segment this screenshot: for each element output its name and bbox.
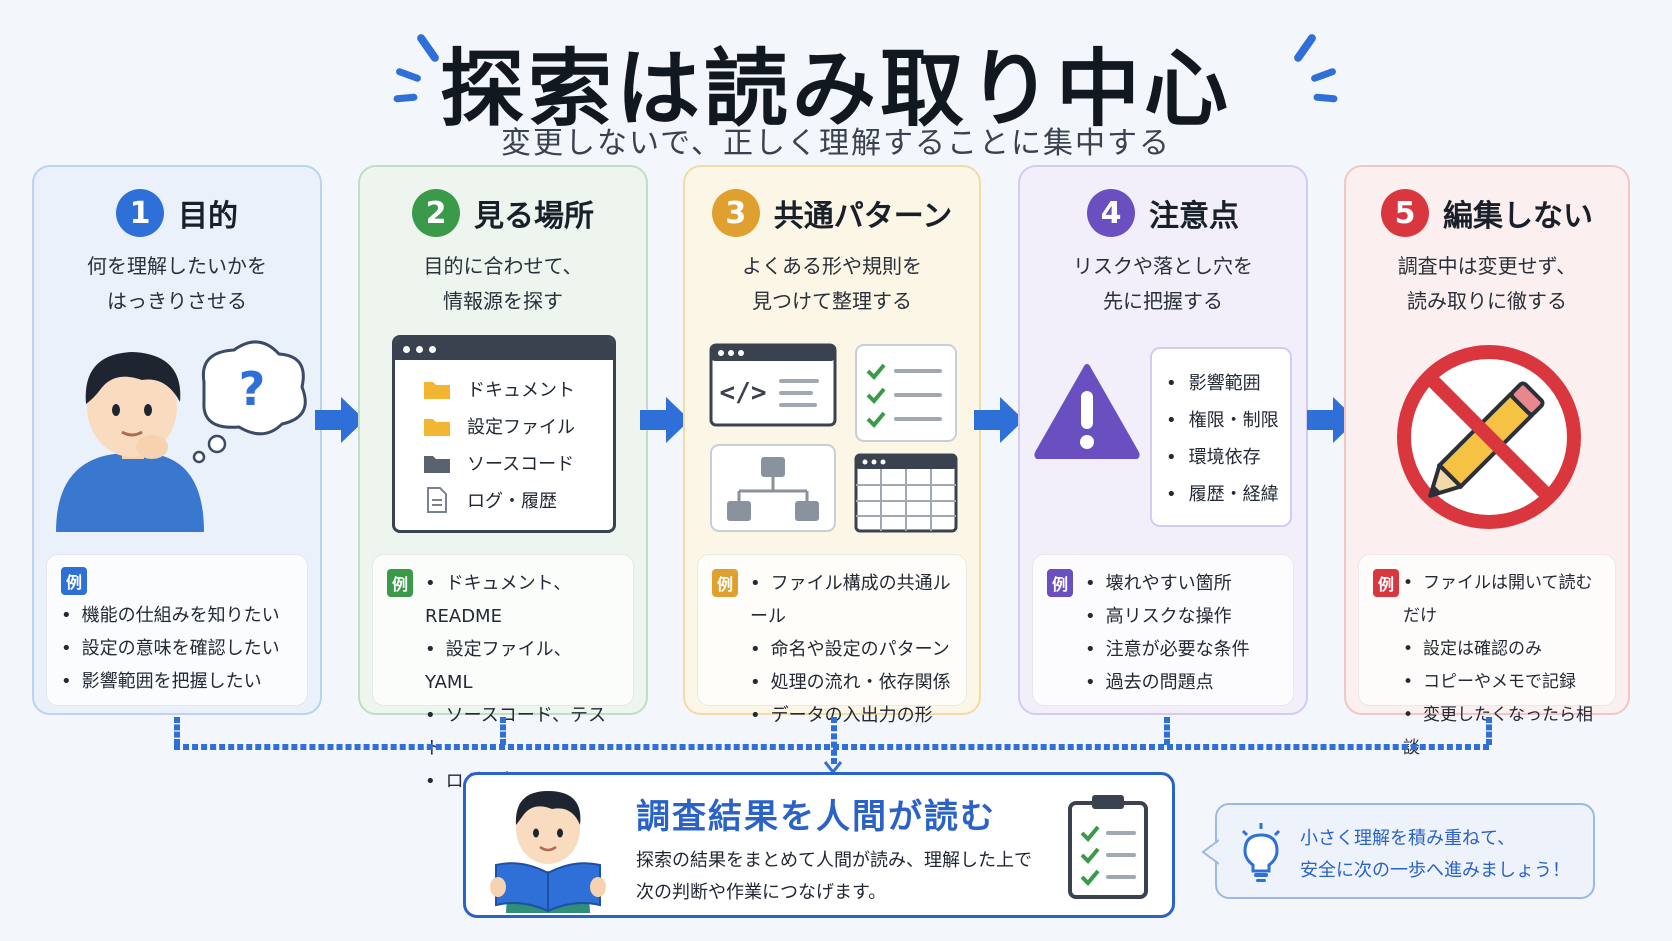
result-box: 調査結果を人間が読む 探索の結果をまとめて人間が読み、理解した上で次の判断や作業…	[463, 772, 1175, 918]
step-description: 何を理解したいかをはっきりさせる	[87, 254, 267, 313]
example-badge: 例	[387, 569, 414, 597]
step-card-where-to-look: 2 見る場所 目的に合わせて、情報源を探す ドキュメント 設定ファイル ソースコ…	[358, 165, 648, 792]
dashed-connector	[174, 717, 180, 745]
dashed-connector	[1164, 717, 1170, 745]
example-badge: 例	[1373, 569, 1400, 597]
checklist-icon	[855, 344, 957, 442]
example-item: ファイル構成の共通ルール	[750, 567, 952, 633]
arrow-right-icon	[974, 397, 1024, 443]
risk-item: 権限・制限	[1166, 402, 1279, 439]
step-card-no-editing: 5 編集しない 調査中は変更せず、読み取りに徹する 例 ファイルは開いて読むだけ…	[1344, 165, 1630, 758]
flowchart-icon	[710, 444, 836, 532]
example-item: 過去の問題点	[1085, 666, 1279, 699]
dashed-connector	[500, 717, 506, 745]
tip-callout: 小さく理解を積み重ねて、安全に次の一歩へ進みましょう！	[1201, 803, 1595, 899]
source-browser-window: ドキュメント 設定ファイル ソースコード ログ・履歴	[392, 335, 616, 533]
arrow-right-icon	[315, 397, 365, 443]
step-number: 4	[1087, 189, 1135, 237]
example-item: 変更したくなったら相談	[1403, 699, 1601, 765]
example-item: 影響範囲を把握したい	[61, 665, 293, 698]
example-box: 例 ファイル構成の共通ルール 命名や設定のパターン 処理の流れ・依存関係 データ…	[697, 554, 967, 726]
step-title: 共通パターン	[773, 199, 953, 234]
svg-text:</>: </>	[720, 378, 767, 408]
result-title: 調査結果を人間が読む	[636, 797, 996, 837]
svg-text:?: ?	[239, 362, 266, 416]
example-list: ファイルは開いて読むだけ 設定は確認のみ コピーやメモで記録 変更したくなったら…	[1403, 567, 1601, 765]
dashed-connector	[831, 717, 837, 764]
step-title: 目的	[178, 199, 238, 234]
example-box: 例 ファイルは開いて読むだけ 設定は確認のみ コピーやメモで記録 変更したくなっ…	[1358, 554, 1616, 758]
example-badge: 例	[61, 567, 88, 595]
example-item: ファイルは開いて読むだけ	[1403, 567, 1601, 633]
code-window-icon: </>	[709, 343, 837, 427]
warning-icon	[1034, 364, 1140, 459]
step-number: 1	[116, 189, 164, 237]
tip-text: 小さく理解を積み重ねて、安全に次の一歩へ進みましょう！	[1300, 828, 1570, 881]
arrow-right-icon	[640, 397, 690, 443]
example-item: 注意が必要な条件	[1085, 633, 1279, 666]
example-box: 例 ドキュメント、README 設定ファイル、YAML ソースコード、テスト ロ…	[372, 554, 634, 792]
no-edit-pencil-icon	[1397, 345, 1581, 529]
result-description: 探索の結果をまとめて人間が読み、理解した上で次の判断や作業につなげます。	[636, 850, 1032, 903]
step-card-common-patterns: 3 共通パターン よくある形や規則を見つけて整理する </>	[683, 165, 981, 726]
source-item: ログ・履歴	[423, 487, 557, 513]
step-title: 見る場所	[474, 199, 594, 234]
step-description: 目的に合わせて、情報源を探す	[423, 254, 583, 313]
source-item: 設定ファイル	[423, 413, 575, 439]
example-item: 壊れやすい箇所	[1085, 567, 1279, 600]
example-badge: 例	[712, 569, 739, 597]
example-item: 設定は確認のみ	[1403, 633, 1601, 666]
step-number: 3	[711, 189, 760, 237]
example-item: ドキュメント、README	[425, 567, 619, 633]
example-list: 機能の仕組みを知りたい 設定の意味を確認したい 影響範囲を把握したい	[61, 599, 293, 698]
step-description: よくある形や規則を見つけて整理する	[742, 254, 922, 313]
document-icon	[427, 487, 447, 513]
reading-person-illustration	[490, 791, 606, 913]
example-item: 命名や設定のパターン	[750, 633, 952, 666]
step-card-purpose: 1 目的 何を理解したいかをはっきりさせる ?	[32, 165, 322, 715]
folder-icon	[424, 382, 450, 399]
example-box: 例 機能の仕組みを知りたい 設定の意味を確認したい 影響範囲を把握したい	[46, 554, 308, 706]
step-number: 5	[1381, 189, 1429, 237]
dashed-connector	[1486, 717, 1492, 745]
table-icon	[854, 453, 958, 533]
step-description: 調査中は変更せず、読み取りに徹する	[1397, 254, 1577, 313]
example-list: ファイル構成の共通ルール 命名や設定のパターン 処理の流れ・依存関係 データの入…	[750, 567, 952, 732]
source-item: ドキュメント	[423, 376, 575, 402]
source-item: ソースコード	[423, 450, 574, 476]
step-number: 2	[412, 189, 460, 237]
bubble-pointer	[1201, 839, 1219, 865]
lightbulb-icon	[1241, 823, 1281, 882]
example-item: コピーやメモで記録	[1403, 666, 1601, 699]
risk-item: 影響範囲	[1166, 365, 1279, 402]
step-title: 注意点	[1149, 199, 1239, 234]
example-item: データの入出力の形	[750, 699, 952, 732]
example-item: 機能の仕組みを知りたい	[61, 599, 293, 632]
step-title: 編集しない	[1443, 199, 1593, 234]
risk-item: 履歴・経緯	[1166, 476, 1279, 513]
step-description: リスクや落とし穴を先に把握する	[1073, 254, 1253, 313]
risk-list: 影響範囲 権限・制限 環境依存 履歴・経緯	[1166, 365, 1279, 513]
clipboard-checklist-icon	[1068, 795, 1148, 899]
example-list: 壊れやすい箇所 高リスクな操作 注意が必要な条件 過去の問題点	[1085, 567, 1279, 699]
example-box: 例 壊れやすい箇所 高リスクな操作 注意が必要な条件 過去の問題点	[1032, 554, 1294, 706]
example-item: ソースコード、テスト	[425, 699, 619, 765]
folder-icon	[424, 419, 450, 436]
example-item: 処理の流れ・依存関係	[750, 666, 952, 699]
example-badge: 例	[1047, 569, 1074, 597]
example-item: 設定の意味を確認したい	[61, 632, 293, 665]
example-item: 高リスクな操作	[1085, 600, 1279, 633]
risk-item: 環境依存	[1166, 439, 1279, 476]
thinking-person-illustration: ?	[34, 332, 320, 712]
folder-icon	[424, 456, 450, 473]
page-subtitle: 変更しないで、正しく理解することに集中する	[501, 126, 1171, 161]
example-item: 設定ファイル、YAML	[425, 633, 619, 699]
pattern-icons: </>	[709, 343, 959, 533]
example-list: ドキュメント、README 設定ファイル、YAML ソースコード、テスト ログ、…	[425, 567, 619, 798]
risk-panel: 影響範囲 権限・制限 環境依存 履歴・経緯	[1150, 347, 1292, 527]
page-title: 探索は読み取り中心	[439, 40, 1232, 138]
